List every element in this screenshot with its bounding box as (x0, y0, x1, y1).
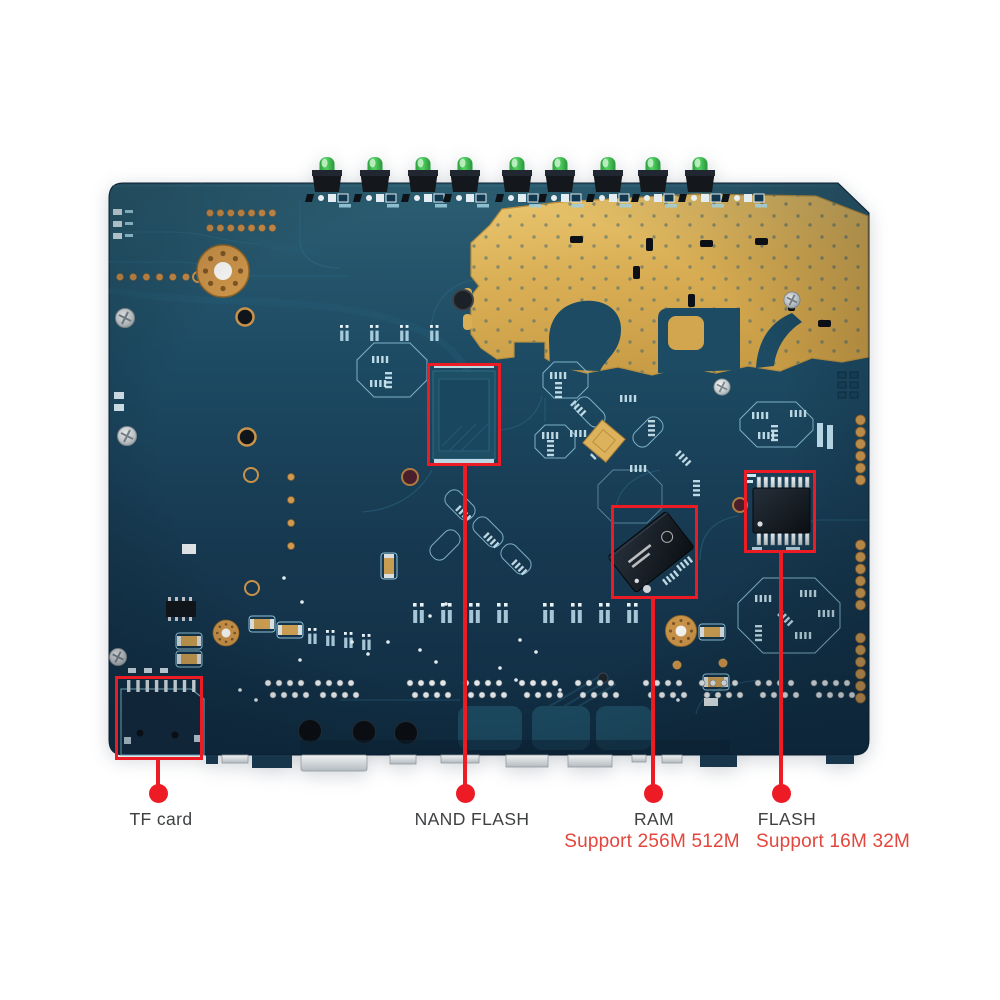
led-icon (360, 157, 390, 192)
led-icon (312, 157, 342, 192)
led-icon (638, 157, 668, 192)
label-flash: FLASH (757, 809, 817, 829)
flash-callout-line (779, 551, 783, 793)
led-icon (450, 157, 480, 192)
led-icon (545, 157, 575, 192)
led-array (312, 157, 715, 192)
led-icon (502, 157, 532, 192)
ram-callout-dot (643, 783, 663, 803)
flash-callout-dot (771, 783, 791, 803)
nand-flash-callout-line (463, 464, 467, 793)
nand-flash-highlight-box (427, 363, 501, 466)
nand-flash-callout-dot (455, 783, 475, 803)
label-nand-flash: NAND FLASH (414, 809, 530, 829)
led-icon (685, 157, 715, 192)
label-ram: RAM (633, 809, 675, 829)
label-ram-support-note: Support 256M 512M (564, 831, 740, 852)
bottom-port-tabs (206, 754, 854, 772)
led-icon (408, 157, 438, 192)
ram-highlight-box (611, 505, 698, 599)
flash-highlight-box (744, 470, 816, 553)
tf-card-callout-line (156, 758, 160, 793)
label-tf-card: TF card (129, 809, 193, 829)
led-icon (593, 157, 623, 192)
label-flash-support-note: Support 16M 32M (755, 831, 911, 852)
ram-callout-line (651, 597, 655, 793)
tf-card-highlight-box (115, 676, 203, 760)
tf-card-callout-dot (148, 783, 168, 803)
